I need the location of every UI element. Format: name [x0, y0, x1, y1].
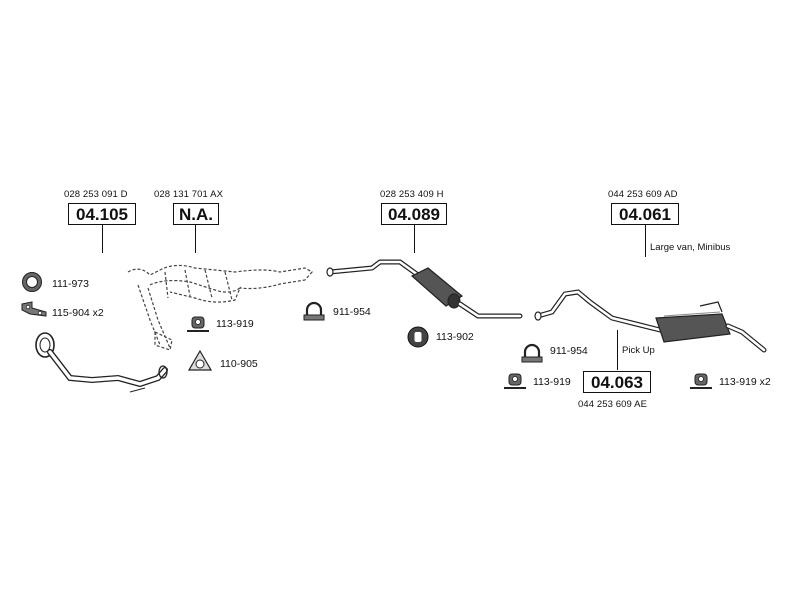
part-reference-box[interactable]: 04.105	[68, 203, 136, 225]
leader-line	[645, 225, 647, 257]
leader-line	[617, 330, 619, 370]
leader-line	[414, 225, 416, 253]
part-reference-box[interactable]: 04.063	[583, 371, 651, 393]
application-note: Pick Up	[622, 345, 655, 356]
part-label: 110-905	[220, 358, 258, 370]
part-label: 911-954	[333, 306, 371, 318]
rubber-ring-icon	[407, 326, 429, 348]
rubber-mount-icon	[690, 373, 712, 389]
u-bolt-clamp-icon	[521, 343, 543, 363]
part-label: 113-919 x2	[719, 376, 771, 388]
oem-number: 028 131 701 AX	[154, 189, 224, 200]
application-note: Large van, Minibus	[650, 242, 731, 253]
ring-gasket-icon	[22, 272, 42, 292]
part-label: 113-919	[216, 318, 254, 330]
part-reference-box[interactable]: 04.061	[611, 203, 679, 225]
oem-number: 028 253 091 D	[64, 189, 128, 200]
front-pipe-drawing	[35, 332, 168, 393]
part-reference-box[interactable]: 04.089	[381, 203, 447, 225]
part-label: 115-904 x2	[52, 307, 104, 319]
rubber-mount-icon	[504, 373, 526, 389]
oem-number: 044 253 609 AE	[578, 399, 648, 410]
part-label: 911-954	[550, 345, 588, 357]
oem-number: 044 253 609 AD	[608, 189, 678, 200]
leader-line	[102, 225, 104, 253]
flange-gasket-icon	[188, 350, 212, 371]
middle-silencer-drawing	[326, 259, 523, 319]
leader-line	[195, 225, 197, 253]
part-label: 113-902	[436, 331, 474, 343]
rubber-mount-icon	[187, 316, 209, 332]
catalyst-drawing	[127, 264, 313, 351]
part-reference-box[interactable]: N.A.	[173, 203, 219, 225]
hanger-bracket-icon	[21, 301, 47, 317]
u-bolt-clamp-icon	[303, 301, 325, 321]
rear-silencer-drawing	[534, 289, 767, 353]
part-label: 111-973	[52, 278, 89, 290]
oem-number: 028 253 409 H	[380, 189, 444, 200]
part-label: 113-919	[533, 376, 571, 388]
